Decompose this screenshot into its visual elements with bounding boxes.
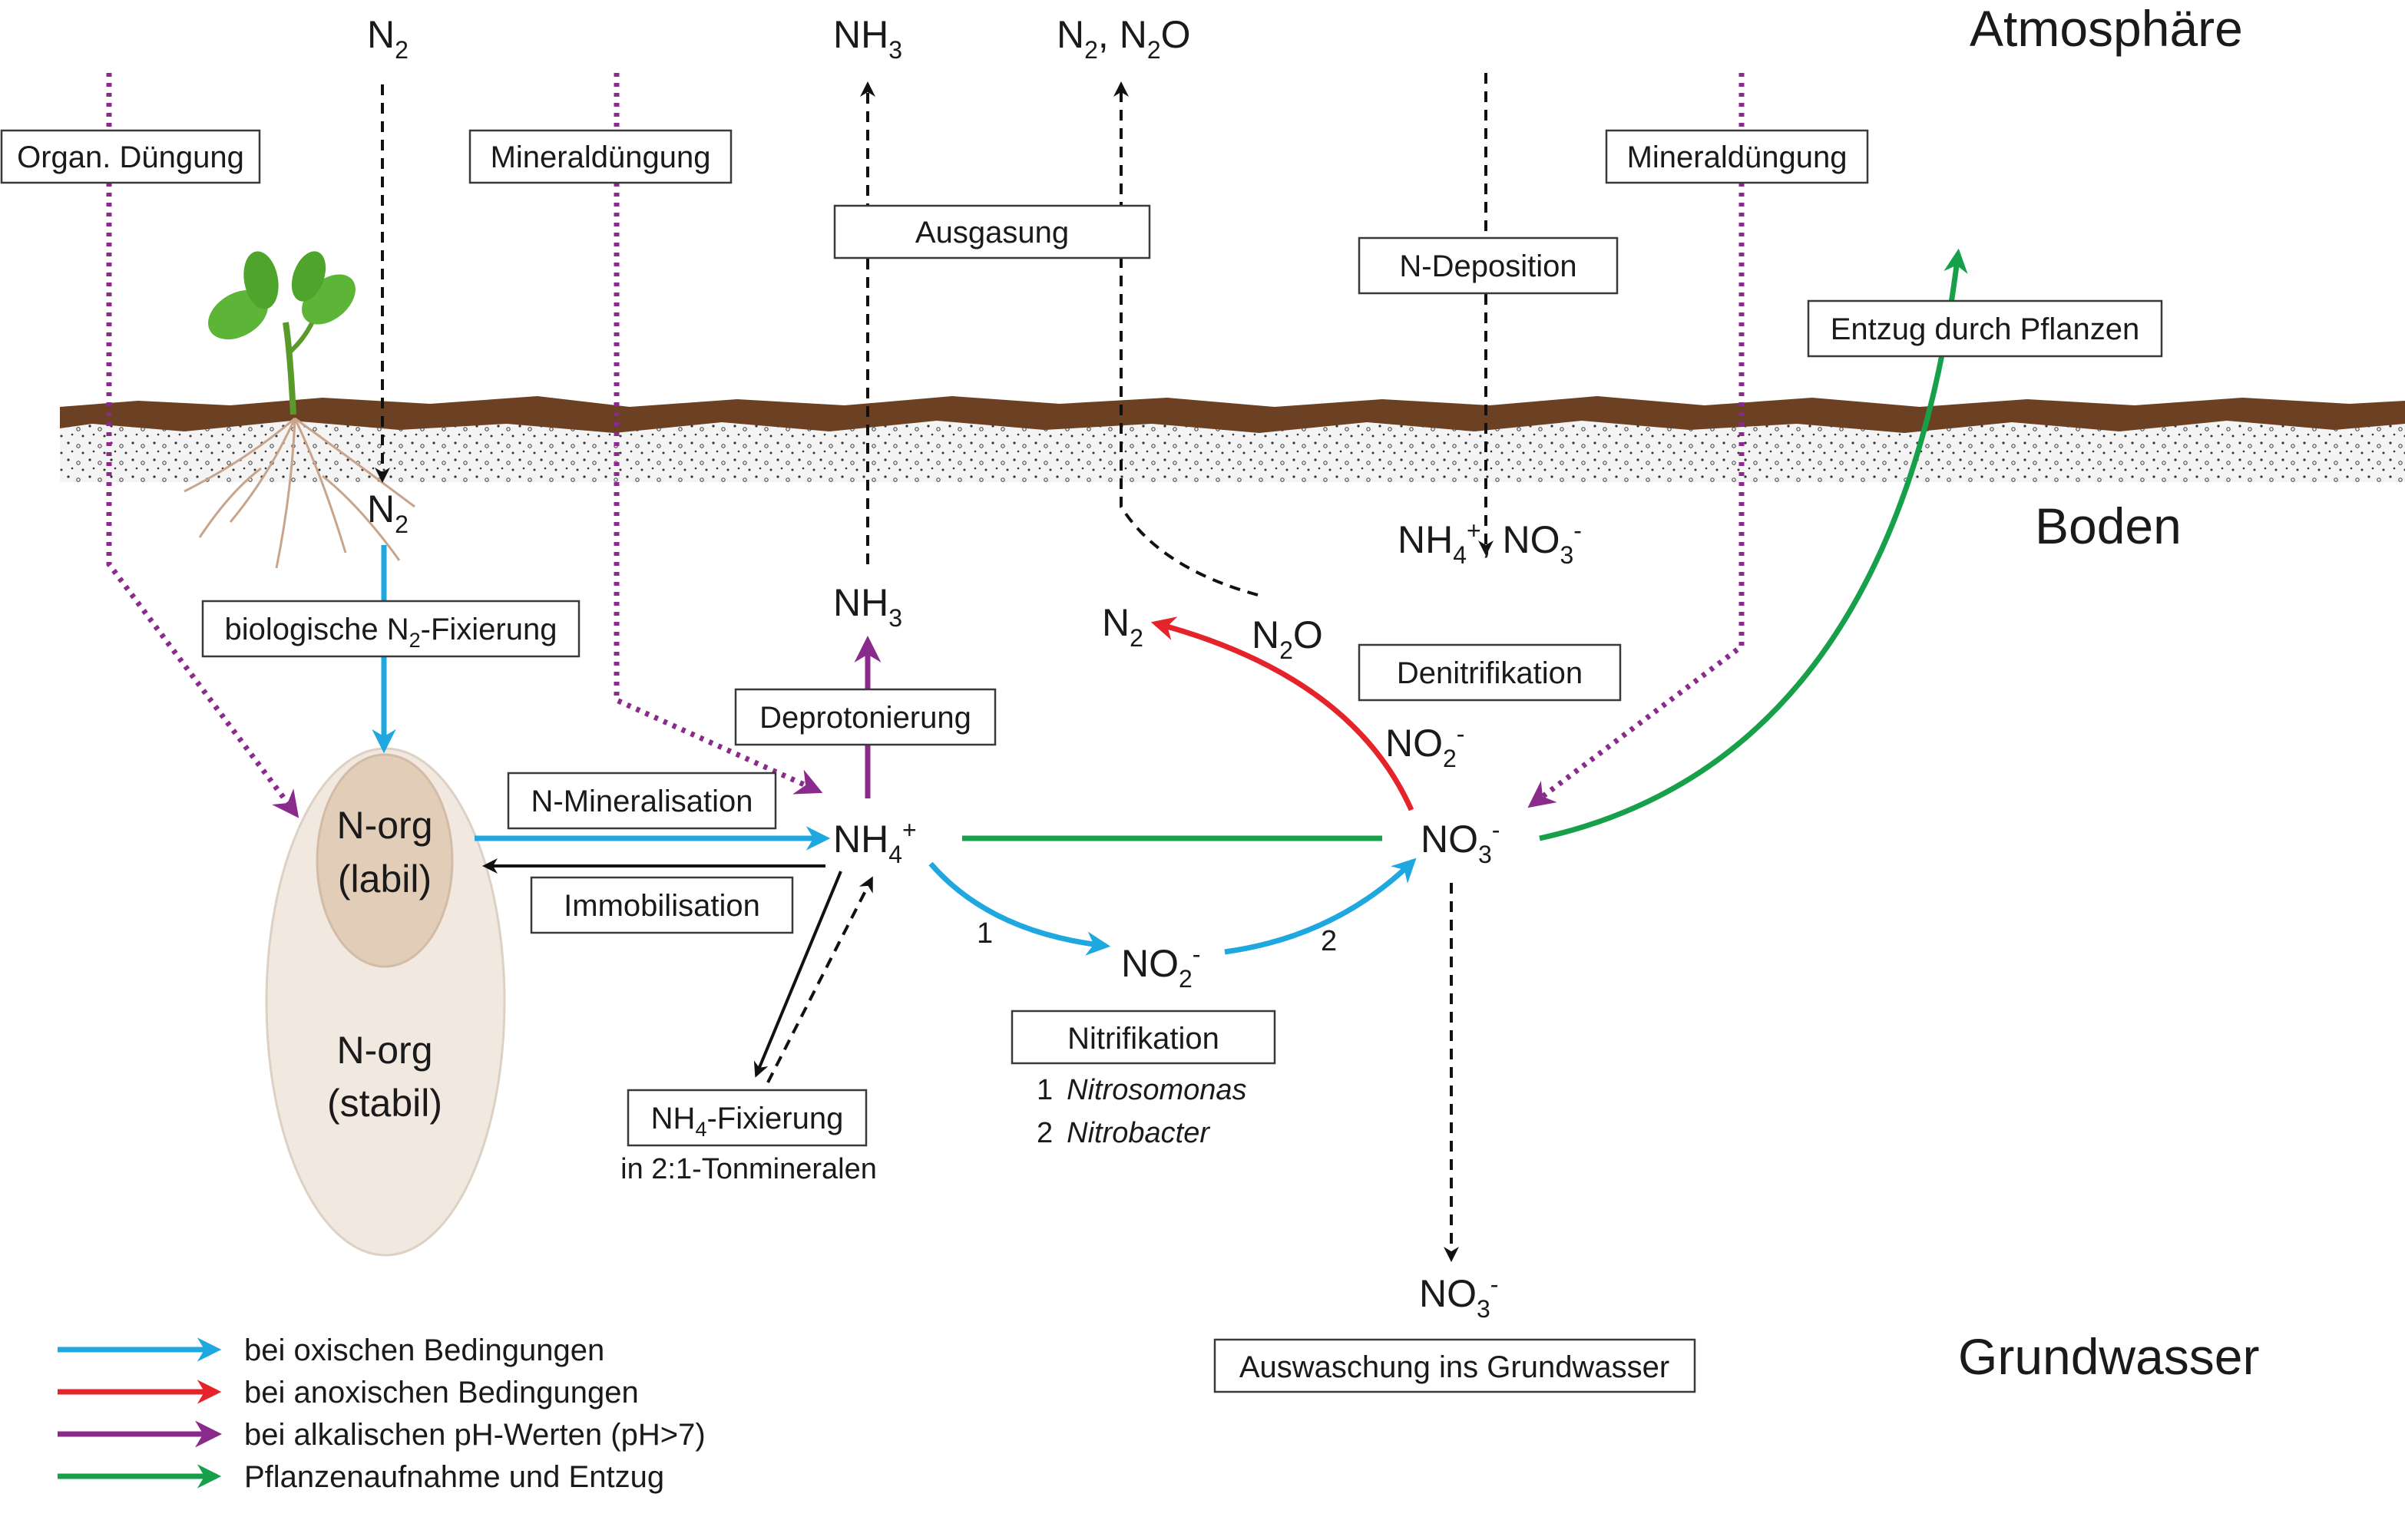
soil-nh4-no3: NH4+, NO3- (1398, 517, 1582, 569)
soil-no3: NO3- (1421, 816, 1500, 868)
nitri-step-1: 1 (977, 917, 993, 950)
region-groundwater: Grundwasser (1958, 1328, 2260, 1385)
soil-no2-denit: NO2- (1385, 720, 1464, 772)
svg-text:Deprotonierung: Deprotonierung (759, 701, 971, 735)
box-ausgasung: Ausgasung (833, 204, 1151, 259)
arrow-nitri-1 (928, 861, 1111, 956)
svg-text:N-Deposition: N-Deposition (1399, 250, 1576, 283)
soil-nh3: NH3 (833, 581, 902, 632)
legend: bei oxischen Bedingungen bei anoxischen B… (58, 1333, 706, 1494)
soil-n2o: N2O (1252, 613, 1323, 664)
plant-icon (184, 251, 415, 569)
soil-layer (60, 396, 2405, 482)
arrow-organ-duengung (106, 73, 299, 818)
legend-label-3: Pflanzenaufnahme und Entzug (244, 1460, 664, 1494)
arrow-mineral-right (1527, 73, 1745, 808)
arrow-nitri-2 (1224, 858, 1417, 955)
norg-stabil-line1: N-org (336, 1029, 432, 1072)
box-nitrifikation: Nitrifikation (1011, 1010, 1276, 1065)
box-n-mineralisation: N-Mineralisation (507, 772, 777, 830)
soil-n2: N2 (367, 487, 409, 538)
box-bio-fix: biologische N2-Fixierung (201, 600, 581, 658)
soil-topsoil (60, 396, 2405, 433)
groundwater-no3: NO3- (1419, 1271, 1498, 1323)
legend-label-0: bei oxischen Bedingungen (244, 1333, 604, 1367)
norg-labil-line1: N-org (336, 804, 432, 847)
legend-label-2: bei alkalischen pH-Werten (pH>7) (244, 1418, 706, 1452)
svg-text:Denitrifikation: Denitrifikation (1397, 656, 1583, 690)
box-auswaschung: Auswaschung ins Grundwasser (1213, 1338, 1696, 1393)
box-deprotonierung: Deprotonierung (734, 688, 997, 746)
box-denitrifikation: Denitrifikation (1358, 643, 1622, 702)
svg-text:Immobilisation: Immobilisation (564, 889, 760, 923)
norg-labil-line2: (labil) (338, 858, 432, 901)
atm-nh3: NH3 (833, 13, 902, 64)
svg-text:Ausgasung: Ausgasung (915, 216, 1069, 250)
svg-text:Mineraldüngung: Mineraldüngung (491, 140, 711, 174)
atm-n2-n2o: N2, N2O (1057, 13, 1191, 64)
svg-text:Mineraldüngung: Mineraldüngung (1627, 140, 1848, 174)
soil-nh4: NH4+ (833, 816, 917, 868)
arrow-denitrification (1150, 616, 1414, 811)
norg-labil-ellipse (316, 753, 454, 968)
norg-stabil-line2: (stabil) (327, 1082, 442, 1125)
arrow-plant-uptake (1539, 248, 1968, 841)
box-organ-duengung: Organ. Düngung (0, 129, 261, 184)
box-n-deposition: N-Deposition (1358, 236, 1619, 295)
svg-text:Auswaschung ins Grundwasser: Auswaschung ins Grundwasser (1239, 1350, 1669, 1384)
arrow-n2o-up (1113, 81, 1259, 597)
nitri-step-2: 2 (1321, 925, 1337, 957)
atm-n2: N2 (367, 13, 409, 64)
nh4-fix-note: in 2:1-Tonmineralen (620, 1153, 877, 1185)
soil-n2: N2 (1102, 601, 1143, 652)
region-atmosphere: Atmosphäre (1970, 0, 2243, 57)
box-entzug: Entzug durch Pflanzen (1807, 299, 2163, 358)
box-immobilisation: Immobilisation (530, 876, 794, 934)
box-mineral-right: Mineraldüngung (1605, 129, 1869, 184)
arrow-nh4-fix-solid (753, 871, 842, 1078)
svg-text:Organ. Düngung: Organ. Düngung (17, 140, 244, 174)
svg-text:biologische N2-Fixierung: biologische N2-Fixierung (224, 613, 557, 652)
svg-text:NH4-Fixierung: NH4-Fixierung (651, 1102, 844, 1141)
box-nh4-fix: NH4-Fixierung (627, 1089, 868, 1147)
soil-no2-nitri: NO2- (1121, 940, 1200, 993)
region-soil: Boden (2035, 497, 2182, 554)
arrow-nh4-fix-dashed (766, 876, 873, 1083)
svg-text:Entzug durch Pflanzen: Entzug durch Pflanzen (1831, 312, 2139, 346)
norg-pool: N-org (labil) N-org (stabil) (265, 747, 506, 1257)
box-mineral-left: Mineraldüngung (468, 129, 733, 184)
plant-roots (184, 417, 415, 569)
legend-label-1: bei anoxischen Bedingungen (244, 1376, 639, 1409)
svg-text:N-Mineralisation: N-Mineralisation (531, 785, 753, 818)
svg-text:Nitrifikation: Nitrifikation (1067, 1022, 1219, 1056)
arrows (106, 73, 1968, 1262)
